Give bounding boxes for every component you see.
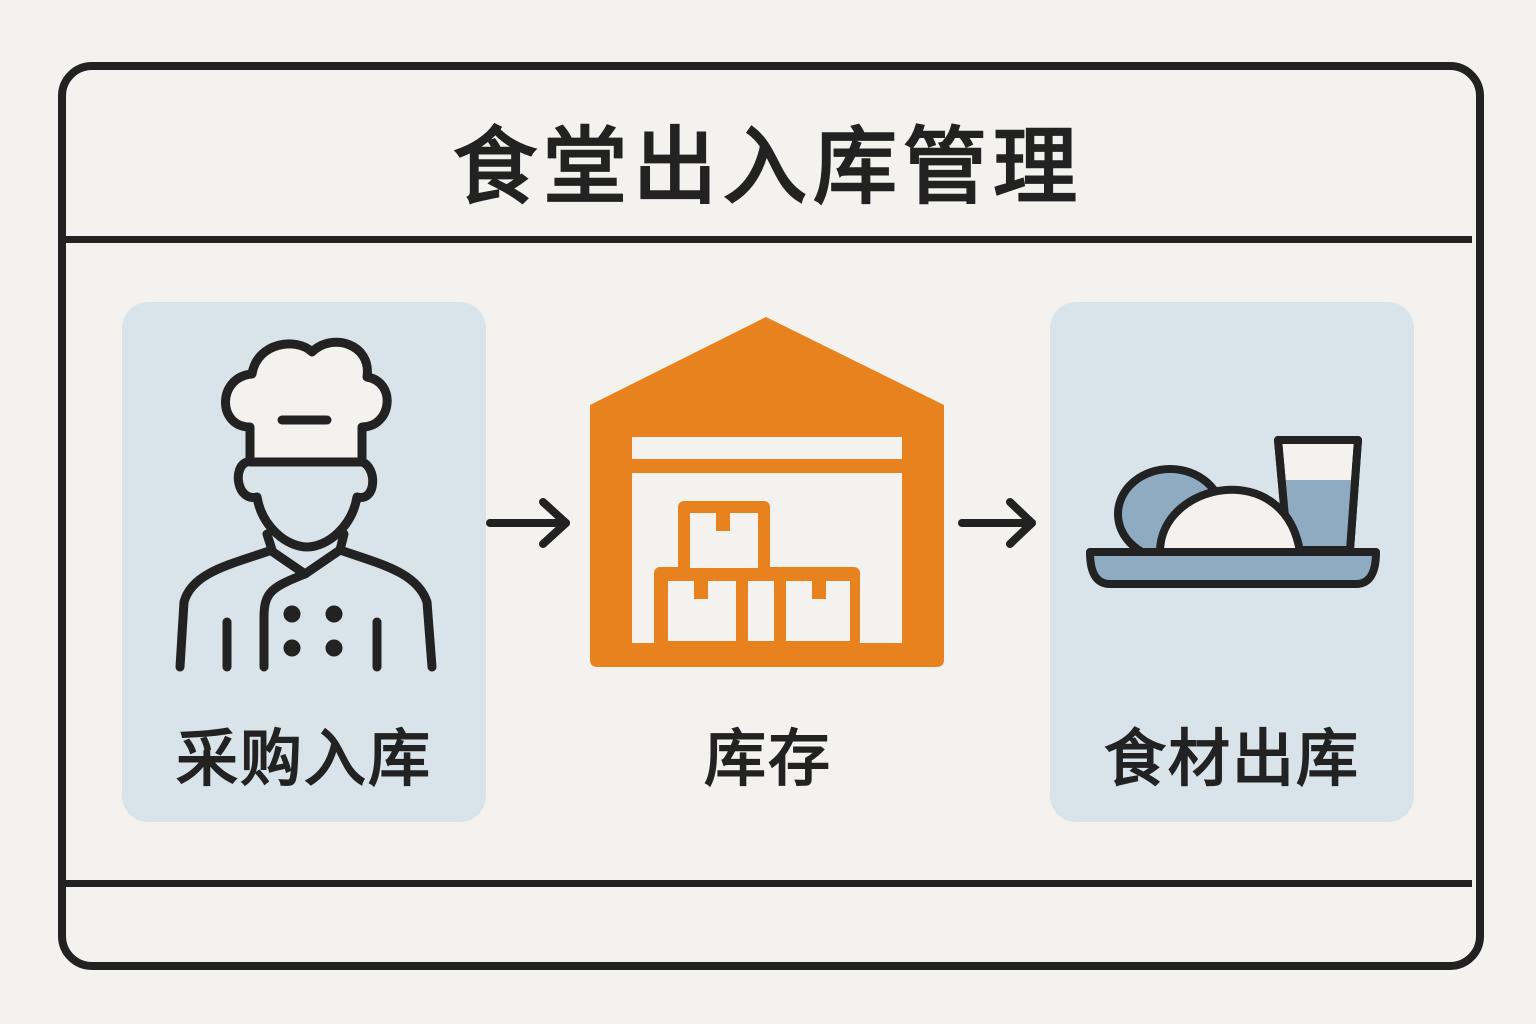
arrow-right-icon bbox=[958, 498, 1036, 548]
arrow-right-icon bbox=[486, 498, 570, 548]
step-label-inventory: 库存 bbox=[703, 722, 832, 795]
diagram-title: 食堂出入库管理 bbox=[452, 118, 1083, 216]
diagram-frame bbox=[58, 62, 1484, 970]
warehouse-icon bbox=[590, 317, 944, 667]
meal-tray-icon bbox=[1086, 436, 1380, 588]
title-divider bbox=[62, 236, 1472, 243]
step-label-purchase: 采购入库 bbox=[175, 722, 432, 795]
step-label-outbound: 食材出库 bbox=[1103, 722, 1360, 795]
chef-icon bbox=[175, 337, 437, 672]
footer-divider bbox=[62, 880, 1472, 887]
